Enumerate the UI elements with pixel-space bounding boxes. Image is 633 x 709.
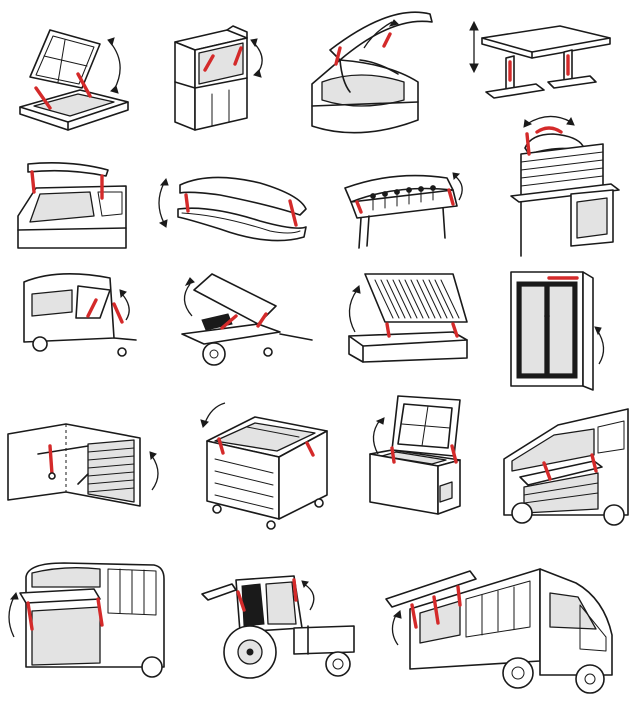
tipping-trailer-icon	[172, 270, 317, 370]
phone-booth-icon	[505, 268, 615, 393]
tractor-cab-window-icon	[198, 566, 363, 686]
caravan-window-icon	[18, 268, 138, 363]
bus-luggage-flap-icon	[498, 405, 630, 535]
coach-side-flap-icon	[4, 555, 174, 685]
waste-container-icon	[195, 395, 335, 535]
car-tailgate-icon	[10, 158, 128, 258]
display-cabinet-icon	[165, 22, 275, 137]
garage-door-icon	[4, 412, 169, 510]
barbecue-grill-icon	[335, 162, 470, 252]
food-truck-awning-icon	[380, 565, 620, 700]
adjustable-table-icon	[468, 18, 618, 106]
industrial-washer-icon	[362, 390, 472, 520]
roof-hatch-icon	[10, 22, 135, 132]
workbench-icon	[505, 110, 623, 262]
roof-box-icon	[150, 165, 315, 250]
storage-bed-icon	[335, 270, 475, 365]
refrigerated-counter-icon	[300, 2, 450, 140]
